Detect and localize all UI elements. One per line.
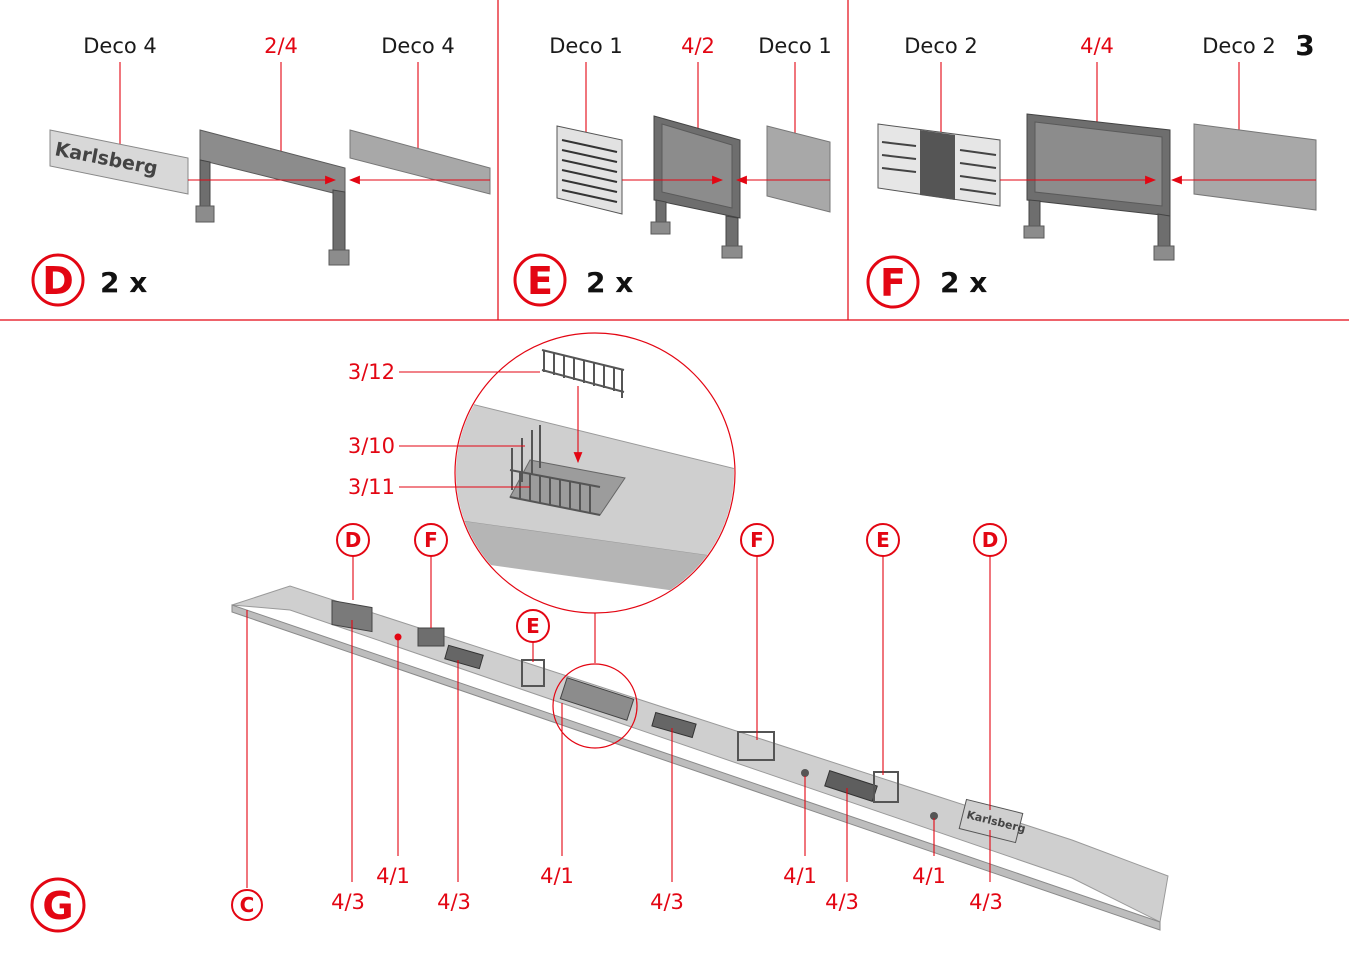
- label-bottom-1: 4/3: [331, 890, 365, 914]
- panel-d-count: 2 x: [100, 266, 147, 299]
- label-bottom-9: 4/3: [969, 890, 1003, 914]
- svg-text:F: F: [424, 528, 438, 552]
- panel-d-center-label: 2/4: [264, 34, 298, 58]
- frame-4-2-part: [651, 116, 742, 258]
- panel-e-center-label: 4/2: [681, 34, 715, 58]
- panel-f-letter: F: [880, 261, 906, 305]
- label-3-11: 3/11: [348, 475, 395, 499]
- label-bottom-4: 4/1: [540, 864, 574, 888]
- svg-text:F: F: [750, 528, 764, 552]
- panel-e-right-label: Deco 1: [758, 34, 832, 58]
- panel-f-right-label: Deco 2: [1202, 34, 1276, 58]
- panel-d-right-label: Deco 4: [381, 34, 455, 58]
- deco-1-timetable: [557, 126, 622, 214]
- deco-1-panel: [767, 126, 830, 212]
- label-bottom-5: 4/3: [650, 890, 684, 914]
- panel-e-count: 2 x: [586, 266, 633, 299]
- detail-magnifier: [455, 333, 740, 613]
- callout-f-left: F: [415, 524, 447, 628]
- karlsberg-sign-part: Karlsberg: [50, 130, 188, 194]
- frame-2-4-part: [196, 130, 349, 265]
- label-3-12: 3/12: [348, 360, 395, 384]
- frame-4-4-part: [1024, 114, 1174, 260]
- panel-e-left-label: Deco 1: [549, 34, 623, 58]
- label-bottom-2: 4/1: [376, 864, 410, 888]
- step-g: 3/12 3/10 3/11 Karlsberg D: [32, 333, 1168, 931]
- label-bottom-6: 4/1: [783, 864, 817, 888]
- label-3-10: 3/10: [348, 434, 395, 458]
- callout-e-mid: E: [517, 610, 549, 662]
- label-bottom-8: 4/1: [912, 864, 946, 888]
- callout-d-left: D: [337, 524, 369, 600]
- panel-f: Deco 2 4/4 Deco 2: [868, 34, 1316, 307]
- page-number: 3: [1295, 29, 1314, 62]
- label-bottom-3: 4/3: [437, 890, 471, 914]
- deco-4-panel: [350, 130, 490, 194]
- callout-f-right: F: [741, 524, 773, 740]
- callout-e-right: E: [867, 524, 899, 775]
- svg-text:D: D: [982, 528, 999, 552]
- panel-f-left-label: Deco 2: [904, 34, 978, 58]
- svg-text:D: D: [345, 528, 362, 552]
- label-bottom-7: 4/3: [825, 890, 859, 914]
- panel-d: Deco 4 2/4 Deco 4 Karlsberg D 2 x: [33, 34, 490, 305]
- svg-text:E: E: [526, 614, 540, 638]
- panel-f-center-label: 4/4: [1080, 34, 1114, 58]
- deco-2-panel: [1194, 124, 1316, 210]
- panel-f-count: 2 x: [940, 266, 987, 299]
- panel-d-letter: D: [42, 259, 74, 303]
- platform-c: [232, 586, 1168, 930]
- panel-e-letter: E: [527, 259, 553, 303]
- step-g-letter: G: [42, 884, 73, 928]
- deco-2-poster: [878, 124, 1000, 206]
- platform-c-letter: C: [240, 893, 255, 917]
- panel-d-left-label: Deco 4: [83, 34, 157, 58]
- panel-e: Deco 1 4/2 Deco 1: [515, 34, 832, 305]
- callout-d-right: D: [974, 524, 1006, 810]
- svg-text:E: E: [876, 528, 890, 552]
